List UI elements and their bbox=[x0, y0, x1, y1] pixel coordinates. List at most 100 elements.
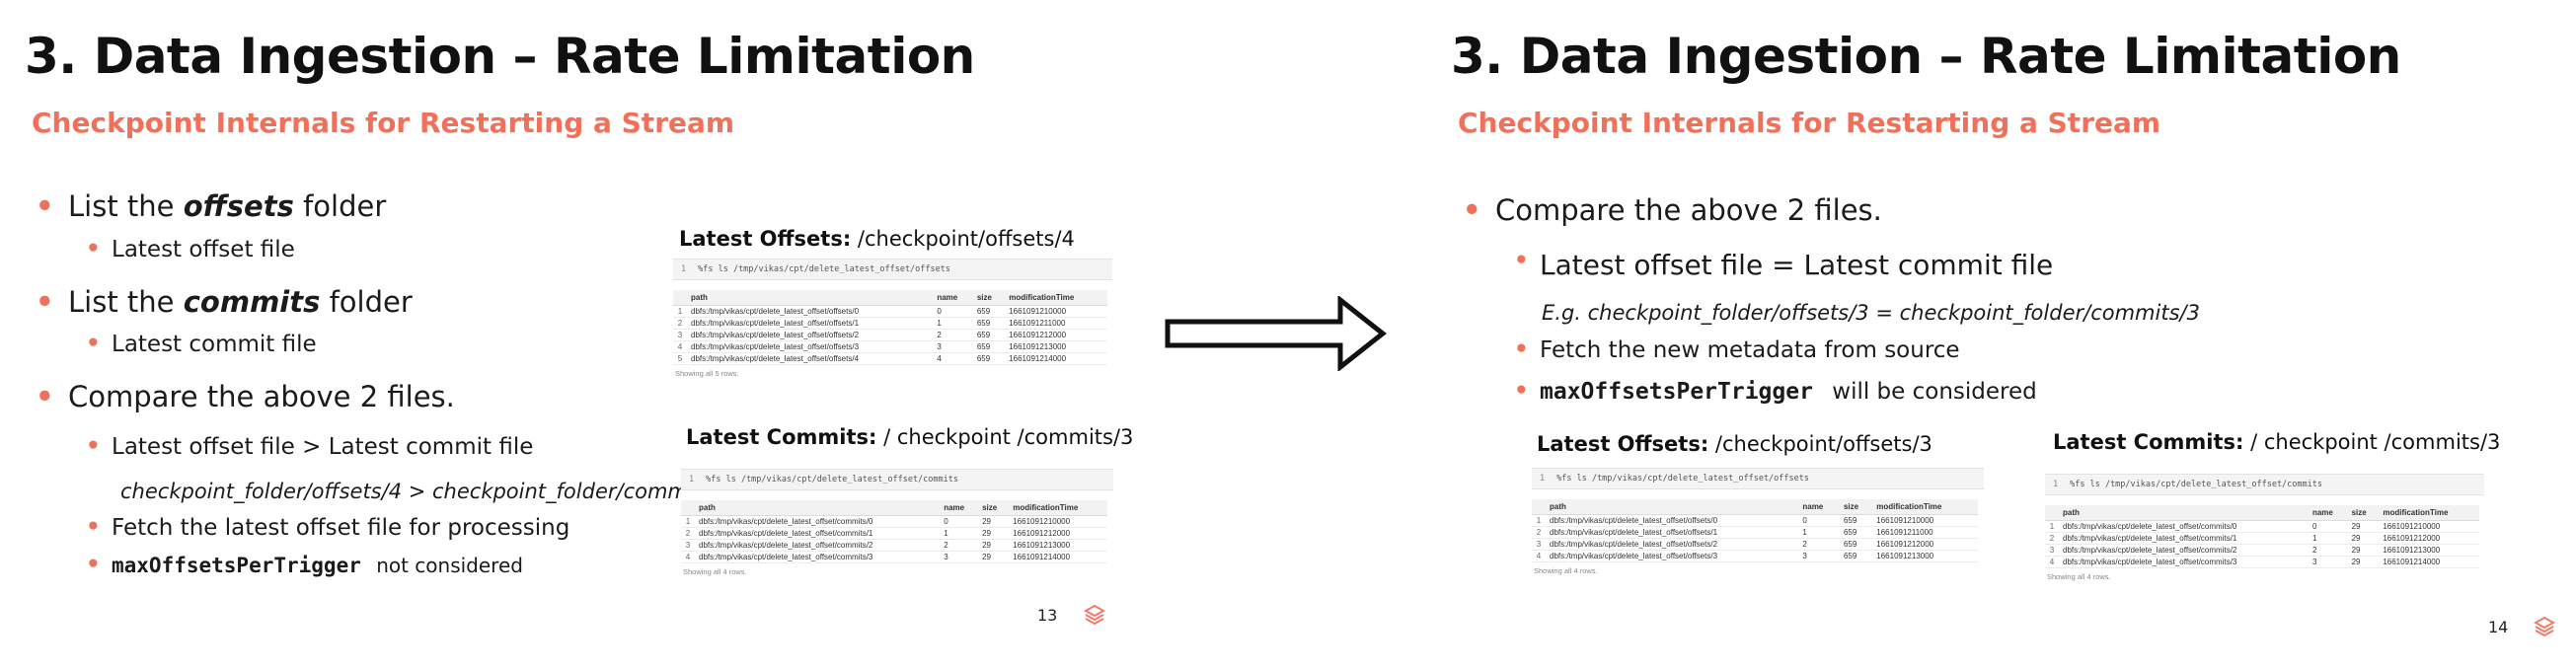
command-line: 1%fs ls /tmp/vikas/cpt/delete_latest_off… bbox=[1532, 468, 1984, 489]
bullet-list-offsets: • List the offsets folder bbox=[36, 189, 387, 223]
table-cell: dbfs:/tmp/vikas/cpt/delete_latest_offset… bbox=[687, 317, 934, 330]
column-header[interactable]: modificationTime bbox=[1009, 500, 1107, 516]
column-header[interactable]: path bbox=[2059, 505, 2309, 521]
rows-count-note: Showing all 5 rows. bbox=[675, 368, 739, 378]
example-note: checkpoint_folder/offsets/4 > checkpoint… bbox=[120, 480, 733, 503]
column-header[interactable]: modificationTime bbox=[1005, 290, 1107, 306]
table-cell: 2 bbox=[1798, 538, 1840, 551]
table-cell: 2 bbox=[940, 539, 979, 552]
table-cell: 659 bbox=[972, 305, 1006, 318]
table-cell: 1 bbox=[933, 317, 973, 330]
table-cell: 1 bbox=[2308, 532, 2348, 545]
column-header[interactable]: path bbox=[695, 500, 941, 516]
column-header[interactable]: path bbox=[1546, 499, 1799, 515]
table-cell: 29 bbox=[978, 515, 1010, 528]
column-header[interactable]: name bbox=[933, 290, 973, 306]
row-index: 4 bbox=[1532, 550, 1546, 562]
table-cell: dbfs:/tmp/vikas/cpt/delete_latest_offset… bbox=[1546, 538, 1799, 551]
row-index: 2 bbox=[2045, 532, 2059, 545]
bullet-dot: • bbox=[1514, 248, 1529, 273]
row-index: 1 bbox=[673, 305, 687, 318]
row-index: 3 bbox=[681, 539, 695, 552]
table-cell: 1661091213000 bbox=[2379, 544, 2479, 557]
table-cell: 2 bbox=[933, 329, 973, 341]
table-cell: 1661091210000 bbox=[1009, 515, 1107, 528]
table-cell: dbfs:/tmp/vikas/cpt/delete_latest_offset… bbox=[2059, 520, 2309, 533]
bullet-dot: • bbox=[36, 380, 54, 413]
column-header[interactable]: name bbox=[940, 500, 979, 516]
table-cell: 29 bbox=[978, 539, 1010, 552]
sub-bullet-fetch-new: • Fetch the new metadata from source bbox=[1514, 336, 1960, 363]
offsets-notebook-cell: 1%fs ls /tmp/vikas/cpt/delete_latest_off… bbox=[1532, 468, 1984, 575]
table-cell: 3 bbox=[2308, 556, 2348, 568]
row-index: 5 bbox=[673, 352, 687, 365]
table-cell: 1 bbox=[940, 527, 979, 540]
table-cell: 4 bbox=[933, 352, 973, 365]
column-header[interactable]: size bbox=[978, 500, 1010, 516]
bullet-list-commits: • List the commits folder bbox=[36, 285, 413, 319]
row-index: 4 bbox=[2045, 556, 2059, 568]
table-cell: 1661091214000 bbox=[2379, 556, 2479, 568]
row-index: 2 bbox=[1532, 526, 1546, 539]
stacked-layers-logo-icon bbox=[2534, 616, 2555, 637]
table-cell: 0 bbox=[933, 305, 973, 318]
table-cell: dbfs:/tmp/vikas/cpt/delete_latest_offset… bbox=[695, 515, 941, 528]
table-cell: 659 bbox=[1839, 550, 1873, 562]
row-index: 1 bbox=[1532, 514, 1546, 527]
table-cell: dbfs:/tmp/vikas/cpt/delete_latest_offset… bbox=[687, 340, 934, 353]
table-cell: 1661091213000 bbox=[1009, 539, 1107, 552]
bullet-dot: • bbox=[1514, 378, 1529, 404]
column-header[interactable]: size bbox=[2347, 505, 2380, 521]
offsets-panel-title: Latest Offsets: /checkpoint/offsets/4 bbox=[679, 227, 1075, 251]
column-header[interactable]: name bbox=[1798, 499, 1840, 515]
table-cell: dbfs:/tmp/vikas/cpt/delete_latest_offset… bbox=[687, 352, 934, 365]
table-cell: 659 bbox=[1839, 538, 1873, 551]
row-index: 3 bbox=[1532, 538, 1546, 551]
table-cell: 3 bbox=[1798, 550, 1840, 562]
row-index: 3 bbox=[673, 329, 687, 341]
sub-bullet-latest-commit: • Latest commit file bbox=[86, 331, 317, 357]
column-header[interactable]: size bbox=[1839, 499, 1873, 515]
commits-notebook-cell: 1%fs ls /tmp/vikas/cpt/delete_latest_off… bbox=[2045, 474, 2484, 581]
stacked-layers-logo-icon bbox=[1084, 604, 1105, 626]
sub-bullet-latest-offset: • Latest offset file bbox=[86, 236, 295, 262]
emphasis-offsets: offsets bbox=[183, 189, 294, 223]
table-cell: 1661091210000 bbox=[1872, 514, 1978, 527]
page-number: 13 bbox=[1037, 606, 1058, 625]
bullet-compare: • Compare the above 2 files. bbox=[36, 380, 455, 413]
sub-bullet-offset-eq-commit: • Latest offset file = Latest commit fil… bbox=[1514, 248, 2054, 281]
sub-bullet-max-offsets: • maxOffsetsPerTrigger will be considere… bbox=[1514, 378, 2037, 405]
column-header bbox=[673, 290, 687, 306]
rows-count-note: Showing all 4 rows. bbox=[683, 566, 747, 576]
table-cell: 29 bbox=[978, 527, 1010, 540]
row-index: 2 bbox=[673, 317, 687, 330]
column-header[interactable]: modificationTime bbox=[1872, 499, 1978, 515]
command-line: 1%fs ls /tmp/vikas/cpt/delete_latest_off… bbox=[681, 469, 1113, 490]
table-cell: 1661091212000 bbox=[1005, 329, 1107, 341]
column-header[interactable]: modificationTime bbox=[2379, 505, 2479, 521]
bullet-dot: • bbox=[86, 552, 101, 577]
row-index: 4 bbox=[673, 340, 687, 353]
sub-bullet-max-offsets: • maxOffsetsPerTrigger not considered bbox=[86, 552, 523, 577]
column-header[interactable]: name bbox=[2308, 505, 2348, 521]
column-header[interactable]: path bbox=[687, 290, 934, 306]
row-index: 3 bbox=[2045, 544, 2059, 557]
slide-14: 3. Data Ingestion – Rate Limitation Chec… bbox=[1426, 0, 2576, 671]
table-cell: 1661091213000 bbox=[1872, 550, 1978, 562]
table-cell: dbfs:/tmp/vikas/cpt/delete_latest_offset… bbox=[1546, 550, 1799, 562]
column-header[interactable]: size bbox=[972, 290, 1006, 306]
table-cell: 659 bbox=[972, 340, 1006, 353]
table-cell: dbfs:/tmp/vikas/cpt/delete_latest_offset… bbox=[1546, 514, 1799, 527]
